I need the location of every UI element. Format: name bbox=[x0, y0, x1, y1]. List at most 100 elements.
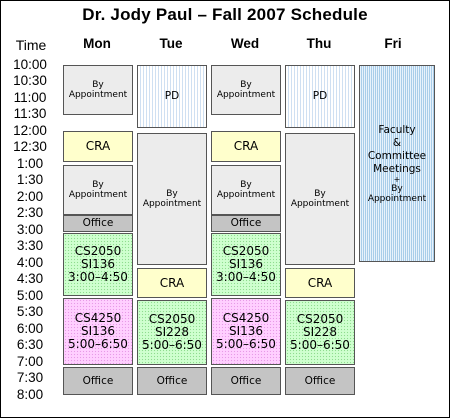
event-line: Appointment bbox=[290, 199, 350, 209]
wed-cs4250[interactable]: CS4250 SI136 5:00–6:50 bbox=[211, 298, 281, 365]
event-line: Meetings bbox=[373, 162, 421, 175]
event-label: PD bbox=[312, 90, 328, 102]
event-label: PD bbox=[164, 90, 180, 102]
wed-cra[interactable]: CRA bbox=[211, 131, 281, 162]
event-line: By bbox=[92, 80, 104, 90]
course-room: SI136 bbox=[80, 257, 116, 271]
event-label: CRA bbox=[233, 139, 259, 153]
course-room: SI136 bbox=[228, 257, 264, 271]
course-time: 5:00–6:50 bbox=[142, 338, 202, 352]
tue-cs2050[interactable]: CS2050 SI228 5:00–6:50 bbox=[137, 300, 207, 365]
event-line: Appointment bbox=[216, 190, 276, 200]
mon-by-appointment-afternoon[interactable]: By Appointment bbox=[63, 165, 133, 215]
event-label: Office bbox=[230, 374, 262, 387]
thu-cs2050[interactable]: CS2050 SI228 5:00–6:50 bbox=[285, 300, 355, 365]
event-label: Office bbox=[304, 374, 336, 387]
wed-office-evening[interactable]: Office bbox=[211, 367, 281, 395]
time-label: 11:30 bbox=[13, 106, 47, 121]
course-code: CS2050 bbox=[74, 244, 122, 258]
event-line: Appointment bbox=[367, 193, 427, 204]
event-line: By bbox=[92, 180, 104, 190]
event-line: Appointment bbox=[68, 190, 128, 200]
time-label: 3:30 bbox=[16, 238, 44, 253]
day-header-wed: Wed bbox=[230, 36, 260, 51]
mon-office-evening[interactable]: Office bbox=[63, 367, 133, 395]
time-label: 3:00 bbox=[16, 222, 44, 237]
time-column-header: Time bbox=[15, 37, 47, 53]
day-header-mon: Mon bbox=[83, 36, 111, 51]
time-label: 12:00 bbox=[13, 123, 47, 138]
thu-cra[interactable]: CRA bbox=[285, 268, 355, 298]
event-line: Appointment bbox=[216, 90, 276, 100]
day-header-fri: Fri bbox=[384, 36, 402, 51]
thu-pd[interactable]: PD bbox=[285, 65, 355, 128]
wed-by-appointment-afternoon[interactable]: By Appointment bbox=[211, 165, 281, 215]
event-label: CRA bbox=[159, 275, 185, 290]
time-label: 6:30 bbox=[16, 337, 44, 352]
thu-office-evening[interactable]: Office bbox=[285, 367, 355, 395]
course-time: 5:00–6:50 bbox=[290, 338, 350, 352]
time-label: 4:30 bbox=[16, 271, 44, 286]
event-label: Office bbox=[82, 374, 114, 387]
time-label: 10:00 bbox=[13, 57, 47, 72]
course-code: CS4250 bbox=[74, 311, 122, 325]
page-title: Dr. Jody Paul – Fall 2007 Schedule bbox=[82, 5, 368, 24]
course-room: SI136 bbox=[80, 324, 116, 338]
course-time: 3:00–4:50 bbox=[216, 270, 276, 284]
time-label: 12:30 bbox=[13, 139, 47, 154]
mon-cs2050[interactable]: CS2050 SI136 3:00–4:50 bbox=[63, 233, 133, 296]
event-label: Office bbox=[230, 217, 262, 229]
wed-office-hours[interactable]: Office bbox=[211, 215, 281, 232]
time-label: 8:00 bbox=[16, 387, 44, 402]
event-line: By bbox=[240, 80, 252, 90]
mon-cs4250[interactable]: CS4250 SI136 5:00–6:50 bbox=[63, 298, 133, 365]
wed-by-appointment-morning[interactable]: By Appointment bbox=[211, 65, 281, 115]
day-header-tue: Tue bbox=[159, 36, 183, 51]
event-line: By bbox=[314, 189, 326, 199]
time-label: 5:00 bbox=[16, 288, 44, 303]
event-label: Office bbox=[156, 374, 188, 387]
course-room: SI228 bbox=[154, 325, 190, 339]
course-code: CS2050 bbox=[222, 244, 270, 258]
event-line: & bbox=[392, 136, 402, 149]
course-room: SI228 bbox=[302, 325, 338, 339]
event-label: Office bbox=[82, 217, 114, 229]
event-line: Appointment bbox=[68, 90, 128, 100]
event-label: CRA bbox=[307, 275, 333, 290]
time-label: 2:00 bbox=[16, 189, 44, 204]
tue-by-appointment[interactable]: By Appointment bbox=[137, 133, 207, 265]
event-label: CRA bbox=[85, 139, 111, 153]
time-label: 5:30 bbox=[16, 304, 44, 319]
thu-by-appointment[interactable]: By Appointment bbox=[285, 133, 355, 265]
time-label: 1:30 bbox=[16, 172, 44, 187]
course-time: 5:00–6:50 bbox=[68, 337, 128, 351]
mon-office-hours[interactable]: Office bbox=[63, 215, 133, 232]
day-header-thu: Thu bbox=[306, 36, 332, 51]
event-line: + bbox=[393, 174, 401, 184]
fri-faculty-committee-meetings[interactable]: Faculty & Committee Meetings + By Appoin… bbox=[359, 65, 435, 262]
event-line: Faculty bbox=[378, 123, 416, 136]
course-code: CS2050 bbox=[296, 312, 344, 326]
event-line: Committee bbox=[367, 149, 427, 162]
time-label: 4:00 bbox=[16, 255, 44, 270]
course-time: 5:00–6:50 bbox=[216, 337, 276, 351]
wed-cs2050[interactable]: CS2050 SI136 3:00–4:50 bbox=[211, 233, 281, 296]
course-code: CS4250 bbox=[222, 311, 270, 325]
time-label: 6:00 bbox=[16, 321, 44, 336]
event-line: By bbox=[391, 183, 403, 194]
event-line: Appointment bbox=[142, 199, 202, 209]
mon-cra[interactable]: CRA bbox=[63, 131, 133, 162]
mon-by-appointment-morning[interactable]: By Appointment bbox=[63, 65, 133, 115]
course-room: SI136 bbox=[228, 324, 264, 338]
time-label: 2:30 bbox=[16, 205, 44, 220]
time-label: 1:00 bbox=[16, 156, 44, 171]
event-line: By bbox=[240, 180, 252, 190]
tue-cra[interactable]: CRA bbox=[137, 268, 207, 298]
time-label: 7:00 bbox=[16, 354, 44, 369]
tue-office-evening[interactable]: Office bbox=[137, 367, 207, 395]
tue-pd[interactable]: PD bbox=[137, 65, 207, 128]
course-time: 3:00–4:50 bbox=[68, 270, 128, 284]
time-label: 10:30 bbox=[13, 73, 47, 88]
time-label: 7:30 bbox=[16, 370, 44, 385]
